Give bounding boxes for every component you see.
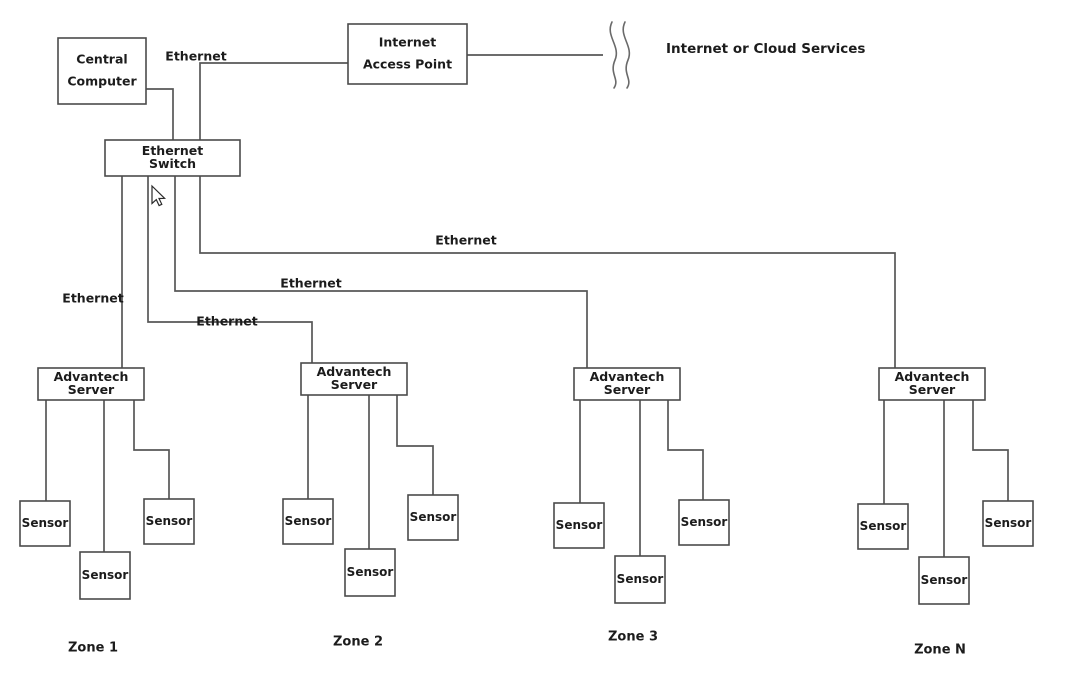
sensor-z2-left-label: Sensor (285, 514, 332, 528)
sensor-z2-right-box[interactable] (407, 494, 459, 541)
sensor-z2-right[interactable]: Sensor (407, 494, 459, 541)
zone-labels-layer: Zone 1 Zone 2 Zone 3 Zone N (68, 630, 966, 658)
wire-z3-server-to-sensor-right (667, 400, 704, 500)
sensor-zn-right[interactable]: Sensor (982, 500, 1034, 547)
wire-z2-server-to-sensor-right (396, 395, 434, 495)
sensor-zn-left-label: Sensor (860, 519, 907, 533)
sensor-z3-mid-box[interactable] (614, 555, 666, 604)
server-zone-1-box[interactable] (37, 367, 145, 401)
label-ethernet-zone2: Ethernet (196, 314, 257, 329)
mouse-pointer-icon (151, 184, 167, 207)
ethernet-switch-box[interactable] (104, 139, 241, 177)
sensor-zn-mid-box[interactable] (918, 556, 970, 605)
label-ethernet-zonen: Ethernet (435, 233, 496, 248)
zone-label-2: Zone 2 (333, 635, 383, 650)
sensor-z1-mid[interactable]: Sensor (79, 551, 131, 600)
ethernet-switch-label-line1: Ethernet (142, 143, 203, 158)
wire-z1-server-to-sensor-right (133, 400, 170, 499)
sensor-z1-left-label: Sensor (22, 516, 69, 530)
label-ethernet-zone3: Ethernet (280, 276, 341, 291)
sensor-z2-mid-box[interactable] (344, 548, 396, 597)
zone-label-n: Zone N (914, 643, 966, 658)
sensor-zn-left[interactable]: Sensor (857, 503, 909, 550)
server-zone-2-box[interactable] (300, 362, 408, 396)
central-computer-box[interactable] (57, 37, 147, 105)
wire-central-to-switch (146, 88, 174, 140)
wire-switch-to-zonen (199, 176, 896, 368)
internet-cloud-label: Internet or Cloud Services (666, 41, 865, 57)
central-computer-label-line1: Central (76, 52, 127, 67)
wire-switch-to-zone2 (147, 176, 313, 363)
sensor-z3-left-label: Sensor (556, 518, 603, 532)
sensor-z1-left[interactable]: Sensor (19, 500, 71, 547)
central-computer-label-line2: Computer (67, 74, 137, 89)
server-zone-2-label-line2: Server (331, 377, 378, 392)
sensor-z3-mid-label: Sensor (617, 572, 664, 586)
sensor-z2-left-box[interactable] (282, 498, 334, 545)
sensor-z1-mid-label: Sensor (82, 568, 129, 582)
cloud-squiggle-stroke-1 (609, 21, 618, 89)
zone-label-1: Zone 1 (68, 641, 118, 656)
ethernet-switch-label-line2: Switch (149, 156, 196, 171)
sensor-z1-left-box[interactable] (19, 500, 71, 547)
sensor-z2-left[interactable]: Sensor (282, 498, 334, 545)
internet-cloud-node: Internet or Cloud Services (609, 21, 865, 89)
internet-access-point-box[interactable] (347, 23, 468, 85)
sensor-zn-mid-label: Sensor (921, 573, 968, 587)
sensor-z3-right-label: Sensor (681, 515, 728, 529)
wire-switch-to-access-point (199, 62, 348, 140)
sensor-z3-mid[interactable]: Sensor (614, 555, 666, 604)
mouse-pointer-icon (151, 184, 167, 207)
cloud-squiggle-stroke-2 (622, 21, 631, 89)
wire-zn-server-to-sensor-right (972, 400, 1009, 501)
server-zone-1-label-line1: Advantech (54, 369, 129, 384)
wire-switch-to-zone3 (174, 176, 588, 368)
wires-layer (45, 54, 1009, 557)
sensor-z1-right-box[interactable] (143, 498, 195, 545)
server-zone-n-box[interactable] (878, 367, 986, 401)
sensor-zn-left-box[interactable] (857, 503, 909, 550)
sensor-z2-right-label: Sensor (410, 510, 457, 524)
server-zone-n-label-line2: Server (909, 382, 956, 397)
server-zone-3-box[interactable] (573, 367, 681, 401)
sensor-z1-right-label: Sensor (146, 514, 193, 528)
cloud-link-squiggle-icon (609, 21, 631, 89)
sensor-z3-left[interactable]: Sensor (553, 502, 605, 549)
sensor-z3-right[interactable]: Sensor (678, 499, 730, 546)
sensor-z3-left-box[interactable] (553, 502, 605, 549)
server-zone-n-label-line1: Advantech (895, 369, 970, 384)
server-zone-3-label-line2: Server (604, 382, 651, 397)
zone-label-3: Zone 3 (608, 630, 658, 645)
label-ethernet-top: Ethernet (165, 49, 226, 64)
internet-access-point-label-line1: Internet (379, 35, 437, 50)
sensor-z2-mid[interactable]: Sensor (344, 548, 396, 597)
sensor-zn-right-box[interactable] (982, 500, 1034, 547)
internet-access-point-label-line2: Access Point (363, 57, 452, 72)
sensor-z3-right-box[interactable] (678, 499, 730, 546)
sensor-z1-mid-box[interactable] (79, 551, 131, 600)
sensor-z1-right[interactable]: Sensor (143, 498, 195, 545)
server-zone-3-label-line1: Advantech (590, 369, 665, 384)
server-zone-1-label-line2: Server (68, 382, 115, 397)
sensor-zn-mid[interactable]: Sensor (918, 556, 970, 605)
label-ethernet-zone1: Ethernet (62, 291, 123, 306)
server-zone-2-label-line1: Advantech (317, 364, 392, 379)
sensor-z2-mid-label: Sensor (347, 565, 394, 579)
sensor-zn-right-label: Sensor (985, 516, 1032, 530)
